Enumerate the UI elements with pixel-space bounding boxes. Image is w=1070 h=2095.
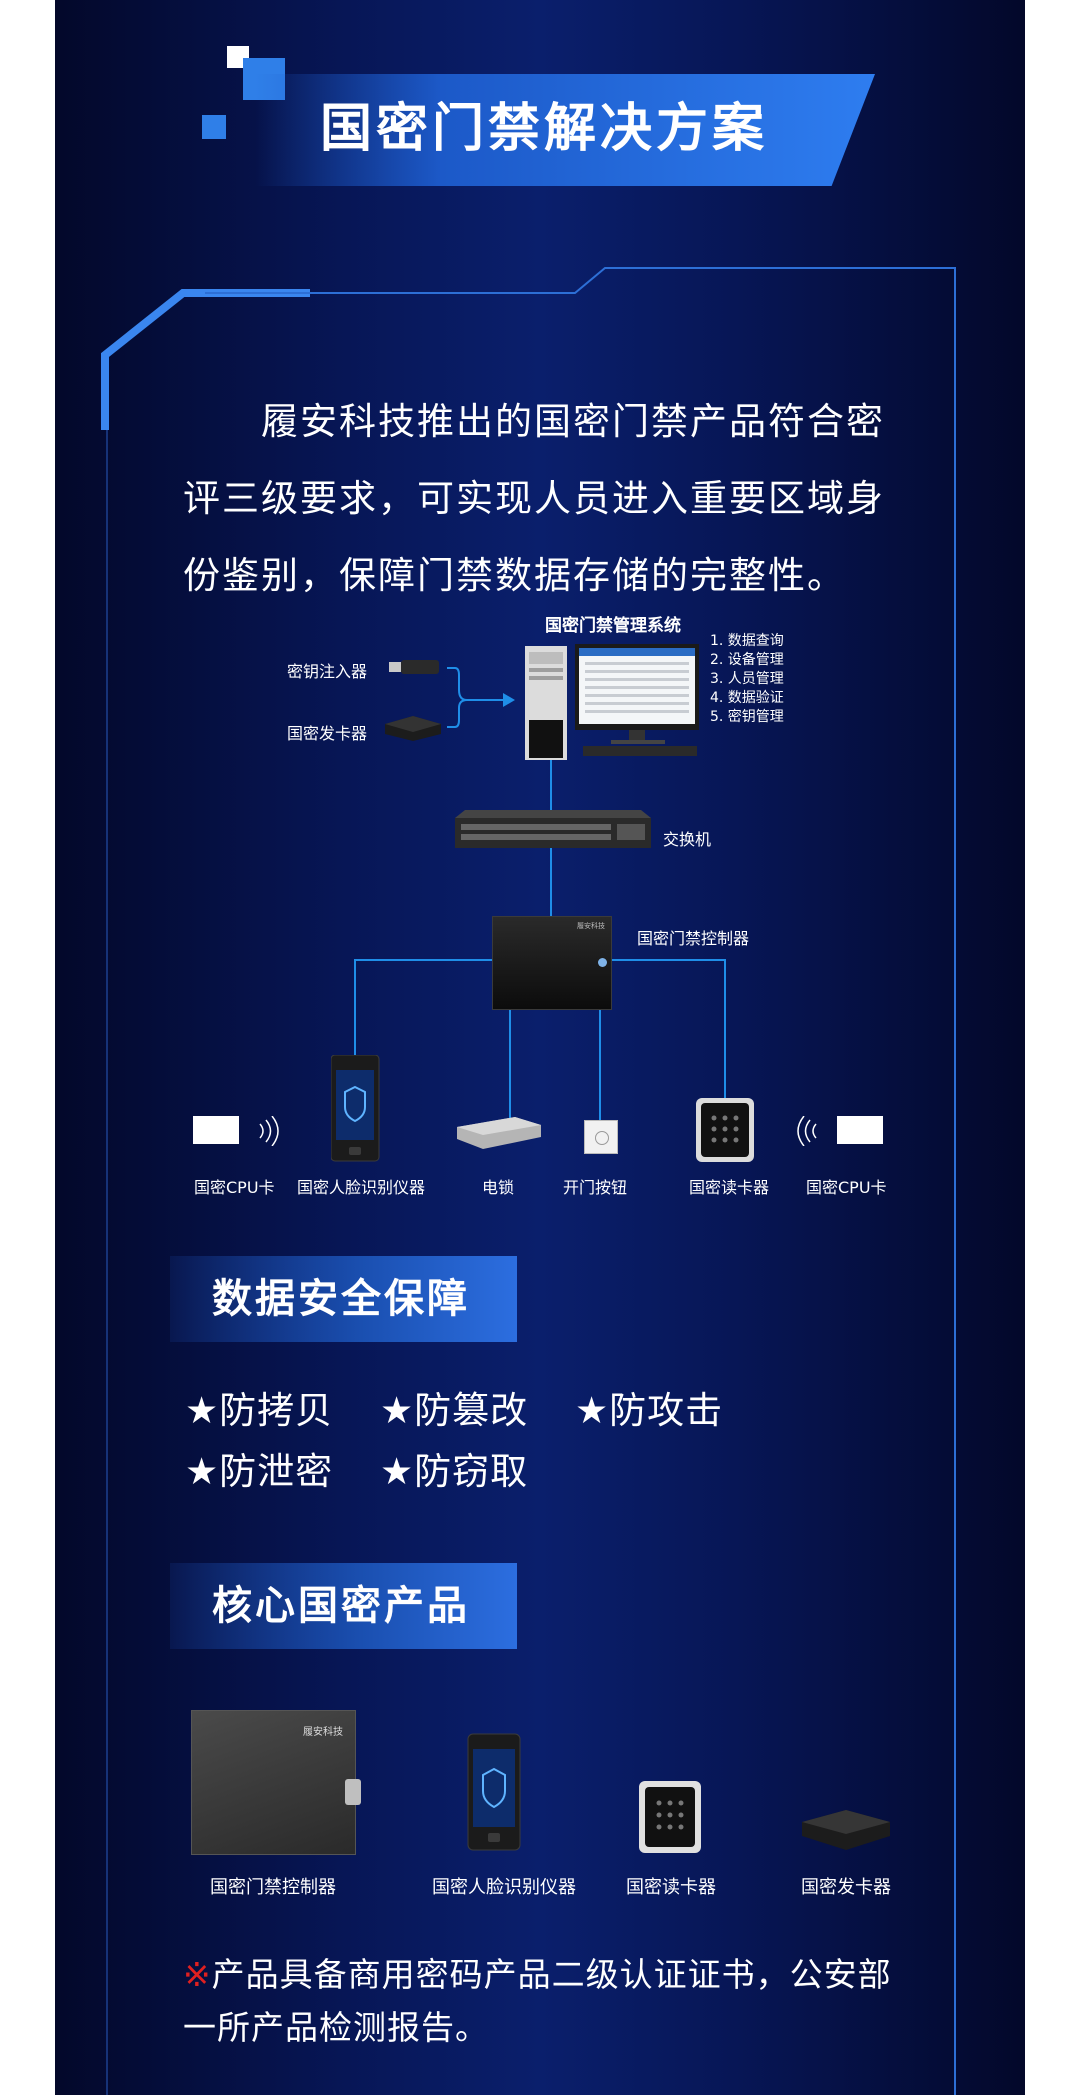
endpoint-label-electric-lock: 电锁 [482,1178,515,1197]
controller-brand-text: 履安科技 [577,922,605,930]
cpu-card-icon [193,1116,239,1144]
endpoint-label-cpu-card-right: 国密CPU卡 [806,1178,887,1197]
exit-button-icon [584,1120,618,1154]
diagram-connectors [354,667,726,1120]
lock-icon [598,958,607,967]
wireless-signal-icon [259,1116,279,1146]
intro-line-2: 评三级要求，可实现人员进入重要区域身 [183,477,885,520]
note-mark: ※ [183,1955,212,1994]
wireless-signal-icon [797,1116,817,1146]
content-frame [101,267,956,2095]
feature-leak-protection: ★防泄密 [185,1450,334,1493]
management-pc-icon [525,644,699,760]
feature-copy-protection: ★防拷贝 [185,1389,334,1432]
product-controller-image: 履安科技 [191,1710,361,1855]
feature-tamper-protection: ★防篡改 [380,1389,529,1432]
product-card-issuer-image [802,1810,890,1850]
key-icon [345,1779,361,1805]
product-brand-text: 履安科技 [303,1727,343,1738]
data-security-title: 数据安全保障 [212,1276,470,1322]
controller-label: 国密门禁控制器 [637,929,750,948]
feature-attack-protection: ★防攻击 [575,1389,724,1432]
page-title: 国密门禁解决方案 [320,99,769,159]
data-security-banner [170,1256,517,1342]
product-face-device-image [467,1733,521,1851]
intro-line-1: 履安科技推出的国密门禁产品符合密 [261,400,885,443]
function-item: 1. 数据查询 [710,633,784,649]
product-label-face-device: 国密人脸识别仪器 [432,1877,576,1898]
endpoint-label-cpu-card: 国密CPU卡 [194,1178,275,1197]
product-label-card-reader: 国密读卡器 [626,1877,716,1898]
controller-device: 履安科技 [492,916,612,1010]
cpu-card-icon [837,1116,883,1144]
face-recognition-device-icon [331,1055,380,1162]
page: 国密门禁解决方案 履安科技推出的国密门禁产品符合密 评三级要求，可实现人员进入重… [55,0,1025,2095]
note-text: 产品具备商用密码产品二级认证证书，公安部一所产品检测报告。 [183,1955,892,2047]
endpoint-label-face-device: 国密人脸识别仪器 [297,1178,426,1197]
core-products-banner [170,1563,517,1649]
function-item: 4. 数据验证 [710,690,784,706]
network-switch-icon [455,810,651,848]
intro-paragraph: 履安科技推出的国密门禁产品符合密 评三级要求，可实现人员进入重要区域身 份鉴别，… [183,383,903,614]
intro-line-3: 份鉴别，保障门禁数据存储的完整性。 [183,554,846,597]
card-issuer-label: 国密发卡器 [287,724,368,743]
diagram-system-title: 国密门禁管理系统 [545,616,681,636]
function-item: 2. 设备管理 [710,652,784,668]
endpoint-label-card-reader: 国密读卡器 [689,1178,770,1197]
function-item: 5. 密钥管理 [710,709,784,725]
key-injector-label: 密钥注入器 [287,662,368,681]
switch-label: 交换机 [663,830,712,849]
product-label-card-issuer: 国密发卡器 [801,1877,891,1898]
exit-button-center [595,1131,609,1145]
core-products-title: 核心国密产品 [212,1583,470,1629]
system-function-list: 1. 数据查询 2. 设备管理 3. 人员管理 4. 数据验证 5. 密钥管理 [710,632,784,727]
endpoint-label-exit-button: 开门按钮 [563,1178,628,1197]
certification-note: ※产品具备商用密码产品二级认证证书，公安部一所产品检测报告。 [183,1948,923,2054]
key-injector-icon [389,660,439,674]
electric-lock-icon [457,1117,541,1149]
feature-theft-protection: ★防窃取 [380,1450,529,1493]
card-issuer-icon [385,716,441,741]
header-banner [255,74,875,186]
card-reader-icon [696,1098,754,1162]
decor-square-blue-small [202,115,226,139]
product-label-controller: 国密门禁控制器 [210,1877,336,1898]
function-item: 3. 人员管理 [710,671,784,687]
product-card-reader-image [639,1781,701,1853]
